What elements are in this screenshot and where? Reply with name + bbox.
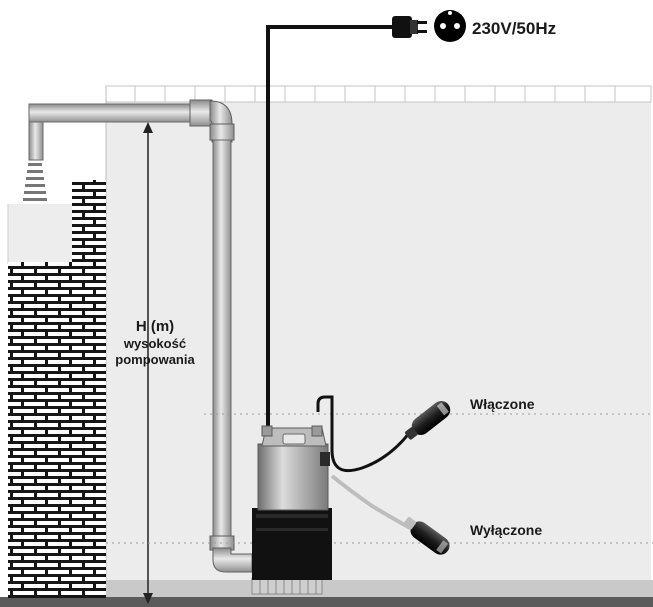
power-plug-icon [392, 16, 427, 38]
float-cable-off [330, 474, 411, 530]
height-dimension-arrow [143, 122, 153, 604]
power-label: 230V/50Hz [472, 19, 556, 38]
outlet-water [8, 204, 72, 264]
tank-rim-ticks [134, 86, 616, 102]
float-on-label: Włączone [470, 396, 535, 412]
brick-wall-lower [8, 262, 106, 598]
ground-strip [0, 597, 653, 607]
power-cable [266, 25, 393, 426]
height-line1-label: wysokość [123, 336, 186, 351]
power-socket-icon [434, 10, 466, 42]
pipe-top [28, 103, 210, 123]
height-line2-label: pompowania [115, 352, 195, 367]
pipe-coupling-side [209, 123, 235, 141]
float-switch-off [403, 517, 450, 555]
tank-rim [105, 85, 652, 103]
tank-floor [106, 580, 653, 598]
pipe-coupling-top [189, 99, 213, 127]
tank-water [106, 102, 651, 580]
water-spray-icon [23, 163, 47, 201]
height-symbol-label: H (m) [136, 318, 174, 335]
pipe-bottom-elbow [212, 547, 253, 573]
pipe-spout [28, 115, 44, 161]
float-off-label: Wyłączone [470, 522, 542, 538]
float-switch-on [405, 400, 451, 440]
float-cable-on [316, 395, 412, 473]
pipe-vertical [212, 139, 232, 541]
submersible-pump [251, 425, 332, 595]
brick-wall-upper [72, 180, 106, 264]
